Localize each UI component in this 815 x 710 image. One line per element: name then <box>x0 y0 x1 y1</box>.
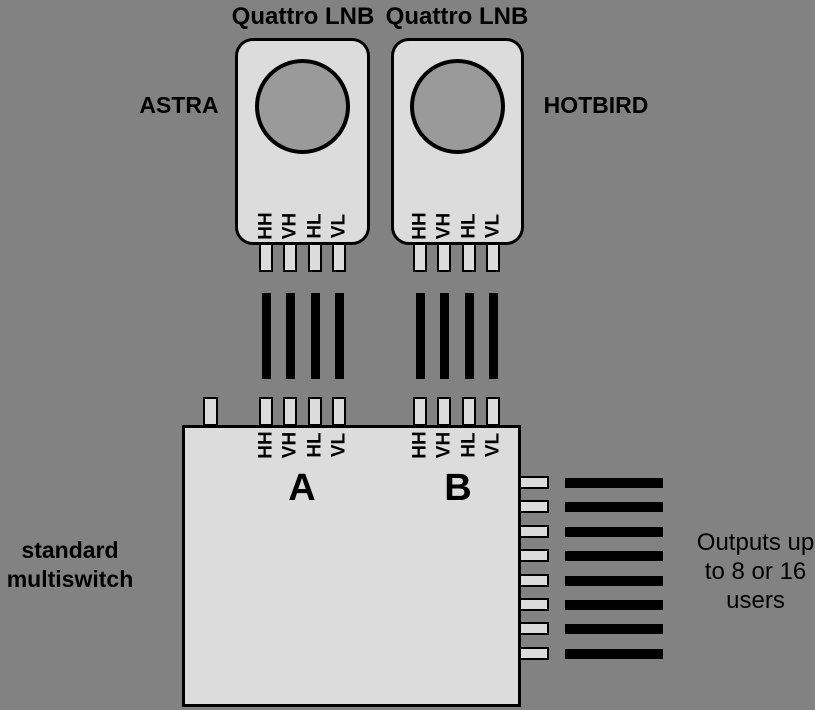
coax-cable <box>565 576 663 586</box>
coax-cable <box>565 478 663 488</box>
feedhorn-circle <box>410 59 505 154</box>
coax-cable <box>335 293 344 379</box>
coax-cable <box>286 293 295 379</box>
input-port-label: HH <box>255 431 277 459</box>
lnb-box-hotbird <box>391 38 524 245</box>
input-pin <box>413 397 427 426</box>
coax-cable <box>416 293 425 379</box>
section-label-b: B <box>444 467 472 509</box>
lnb-pin <box>462 243 476 272</box>
port-label: VL <box>482 213 504 239</box>
output-pin <box>519 647 549 660</box>
coax-cable <box>565 649 663 659</box>
coax-cable <box>565 527 663 537</box>
section-label-a: A <box>288 467 316 509</box>
output-pin <box>519 525 549 538</box>
coax-cable <box>311 293 320 379</box>
trunk-input-pin <box>203 397 218 426</box>
input-port-label: HL <box>458 432 480 458</box>
output-pin <box>519 476 549 489</box>
output-pin <box>519 622 549 635</box>
lnb-pin <box>413 243 427 272</box>
port-label: VH <box>279 212 301 240</box>
outputs-caption: Outputs up to 8 or 16 users <box>696 529 815 614</box>
input-pin <box>283 397 297 426</box>
coax-cable <box>565 502 663 512</box>
lnb-box-astra <box>235 38 370 245</box>
lnb-pin <box>332 243 346 272</box>
output-pin <box>519 500 549 513</box>
port-label: VH <box>433 212 455 240</box>
coax-cable <box>262 293 271 379</box>
input-pin <box>486 397 500 426</box>
port-label: VL <box>328 213 350 239</box>
port-label: HH <box>255 212 277 240</box>
input-pin <box>259 397 273 426</box>
input-port-label: VL <box>482 432 504 458</box>
coax-cable <box>465 293 474 379</box>
lnb-title-hotbird: Quattro LNB <box>385 3 529 30</box>
input-pin <box>437 397 451 426</box>
lnb-title-astra: Quattro LNB <box>231 3 375 30</box>
coax-cable <box>565 600 663 610</box>
output-pin <box>519 598 549 611</box>
multiswitch-box <box>182 425 521 707</box>
input-pin <box>332 397 346 426</box>
multiswitch-caption: standard multiswitch <box>6 537 134 592</box>
lnb-pin <box>437 243 451 272</box>
output-pin <box>519 574 549 587</box>
coax-cable <box>440 293 449 379</box>
output-pin <box>519 549 549 562</box>
coax-cable <box>489 293 498 379</box>
coax-cable <box>565 624 663 634</box>
lnb-pin <box>308 243 322 272</box>
input-port-label: VL <box>328 432 350 458</box>
satellite-label-astra: ASTRA <box>139 92 219 118</box>
port-label: HH <box>409 212 431 240</box>
input-port-label: VH <box>279 431 301 459</box>
input-port-label: HL <box>304 432 326 458</box>
input-port-label: HH <box>409 431 431 459</box>
coax-cable <box>565 551 663 561</box>
port-label: HL <box>304 213 326 239</box>
feedhorn-circle <box>255 59 350 154</box>
lnb-pin <box>283 243 297 272</box>
input-port-label: VH <box>433 431 455 459</box>
input-pin <box>462 397 476 426</box>
input-pin <box>308 397 322 426</box>
port-label: HL <box>458 213 480 239</box>
lnb-pin <box>486 243 500 272</box>
lnb-pin <box>259 243 273 272</box>
satellite-label-hotbird: HOTBIRD <box>543 92 649 118</box>
